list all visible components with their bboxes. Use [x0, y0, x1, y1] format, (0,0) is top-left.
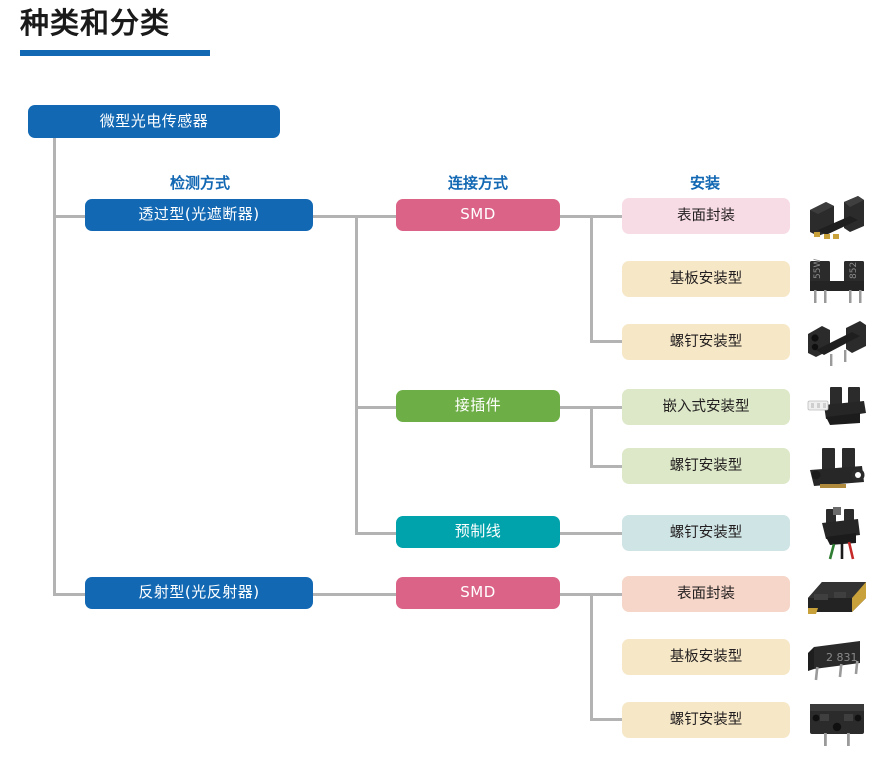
node-mounting-m5[interactable]: 螺钉安装型 [622, 448, 790, 484]
node-mounting-m9[interactable]: 螺钉安装型 [622, 702, 790, 738]
reflective-sensor-smd-photo [800, 568, 876, 624]
node-mounting-m6-label: 螺钉安装型 [669, 524, 743, 541]
node-detection-reflective[interactable]: 反射型(光反射器) [85, 577, 313, 609]
trunk-root-vertical [53, 138, 56, 596]
node-mounting-m3[interactable]: 螺钉安装型 [622, 324, 790, 360]
branch-to-transmissive [53, 215, 88, 218]
node-root[interactable]: 微型光电传感器 [28, 105, 280, 138]
slot-sensor-pcb-photo: 55W 852 [800, 253, 876, 309]
node-connection-preleaded[interactable]: 预制线 [396, 516, 560, 548]
title-underline [20, 50, 210, 56]
reflective-sensor-screw-photo [800, 694, 876, 750]
column-header-connection: 连接方式 [447, 174, 509, 192]
node-mounting-m8-label: 基板安装型 [669, 648, 743, 665]
column-header-detection: 检测方式 [169, 174, 231, 192]
node-mounting-m1-label: 表面封装 [677, 207, 735, 224]
node-detection-transmissive-label: 透过型(光遮断器) [138, 205, 260, 224]
branch-connector-screw [590, 465, 622, 468]
link-reflective-out [313, 593, 398, 596]
trunk-smd-top-vertical [590, 215, 593, 343]
node-mounting-m5-label: 螺钉安装型 [669, 457, 743, 474]
slot-sensor-connector-photo [800, 379, 876, 435]
node-detection-transmissive[interactable]: 透过型(光遮断器) [85, 199, 313, 231]
trunk-connection-vertical [355, 215, 358, 535]
node-connection-preleaded-label: 预制线 [454, 522, 502, 541]
column-header-mounting: 安装 [689, 174, 721, 192]
node-mounting-m2[interactable]: 基板安装型 [622, 261, 790, 297]
node-connection-connector-label: 接插件 [454, 396, 502, 415]
node-mounting-m7-label: 表面封装 [677, 585, 735, 602]
trunk-connector-vertical [590, 406, 593, 468]
branch-to-preleaded [355, 532, 398, 535]
svg-text:852: 852 [849, 262, 859, 279]
branch-smd-top-screw [590, 340, 622, 343]
link-preleaded-out [560, 532, 622, 535]
node-mounting-m9-label: 螺钉安装型 [669, 711, 743, 728]
node-mounting-m3-label: 螺钉安装型 [669, 333, 743, 350]
slot-sensor-screw-photo [800, 316, 876, 372]
branch-to-connector [355, 406, 398, 409]
svg-text:2 831: 2 831 [826, 651, 858, 664]
node-connection-smd-bottom-label: SMD [460, 583, 496, 602]
node-mounting-m7[interactable]: 表面封装 [622, 576, 790, 612]
slot-sensor-cable-photo [800, 505, 876, 561]
svg-text:55W: 55W [813, 259, 823, 279]
node-mounting-m4-label: 嵌入式安装型 [662, 398, 750, 415]
node-mounting-m4[interactable]: 嵌入式安装型 [622, 389, 790, 425]
node-connection-smd-bottom[interactable]: SMD [396, 577, 560, 609]
node-mounting-m8[interactable]: 基板安装型 [622, 639, 790, 675]
trunk-smd-bottom-vertical [590, 593, 593, 721]
branch-smd-bottom-screw [590, 718, 622, 721]
branch-to-reflective [53, 593, 88, 596]
slot-sensor-connector-screw-photo [800, 442, 876, 498]
node-detection-reflective-label: 反射型(光反射器) [138, 583, 260, 602]
slot-sensor-smd-photo [800, 190, 876, 246]
node-connection-smd-top-label: SMD [460, 205, 496, 224]
reflective-sensor-pcb-photo: 2 831 [800, 631, 876, 687]
node-connection-smd-top[interactable]: SMD [396, 199, 560, 231]
node-mounting-m1[interactable]: 表面封装 [622, 198, 790, 234]
node-root-label: 微型光电传感器 [99, 111, 209, 130]
page-title: 种类和分类 [20, 6, 171, 40]
node-mounting-m2-label: 基板安装型 [669, 270, 743, 287]
node-mounting-m6[interactable]: 螺钉安装型 [622, 515, 790, 551]
node-connection-connector[interactable]: 接插件 [396, 390, 560, 422]
